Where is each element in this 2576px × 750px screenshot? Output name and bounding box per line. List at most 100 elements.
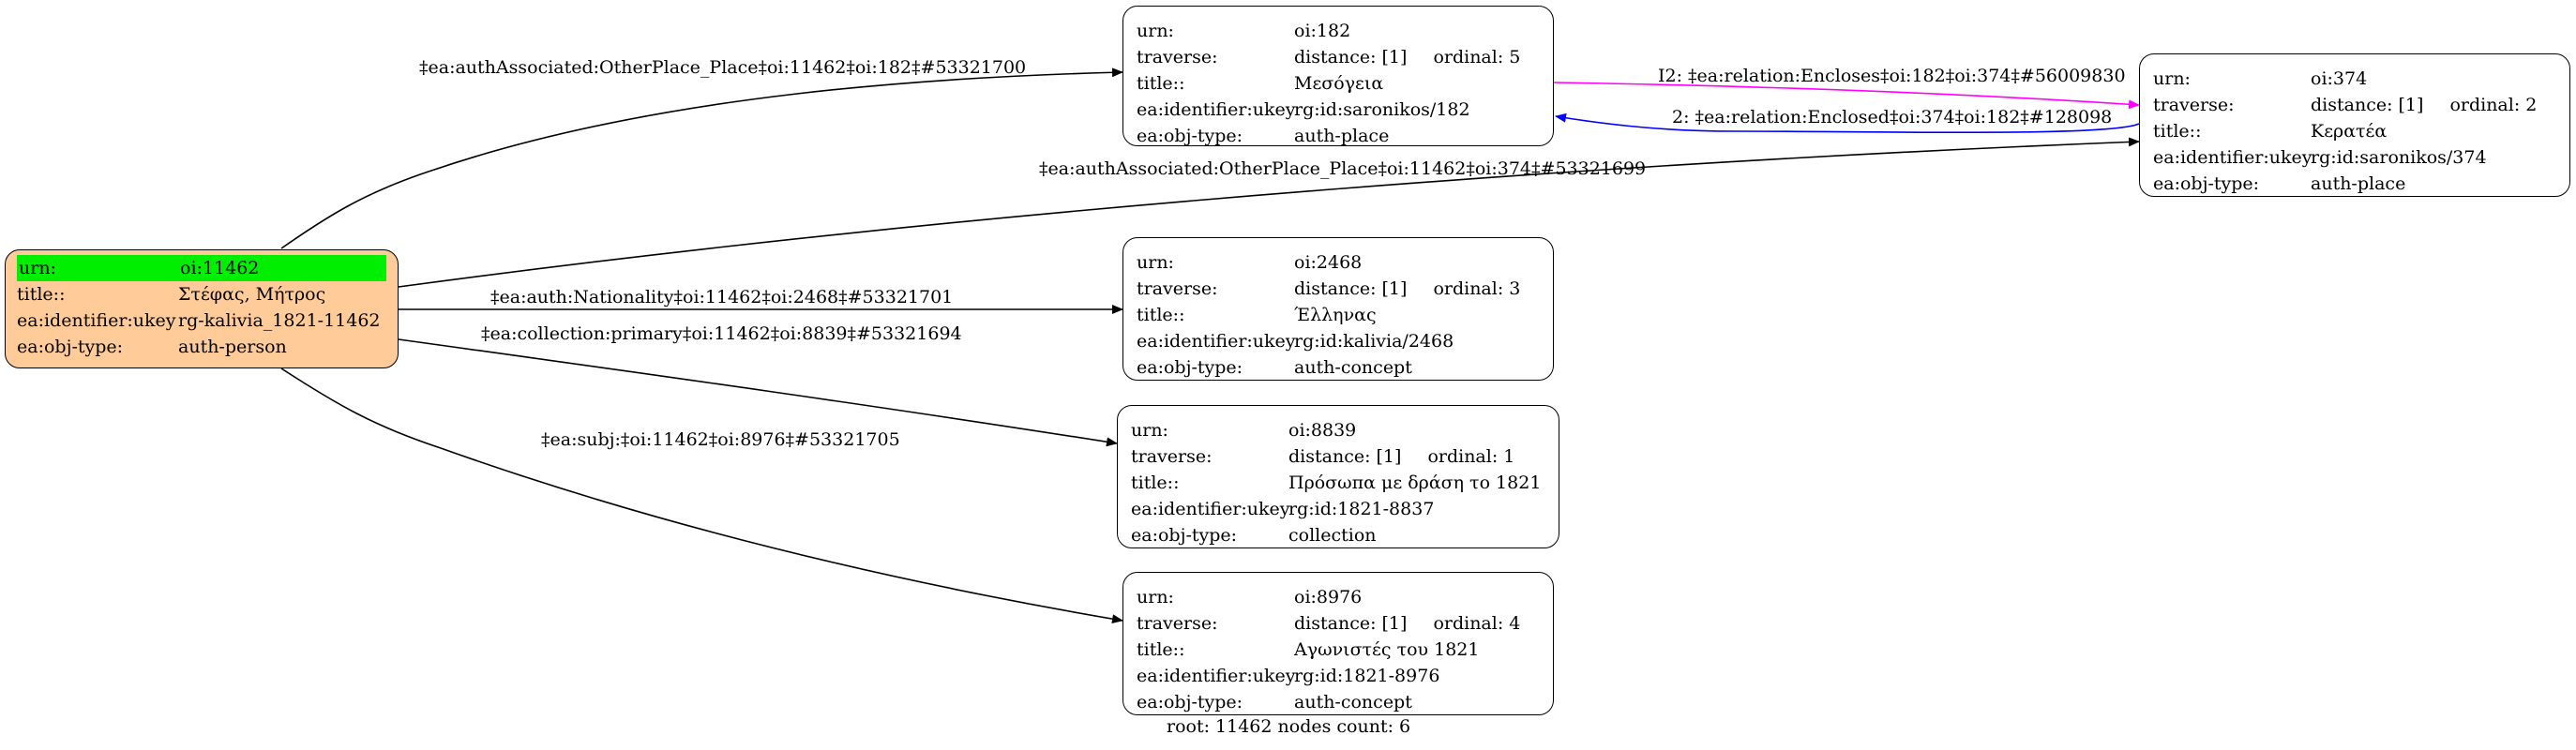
type-value: auth-person bbox=[178, 337, 287, 357]
edge-root-to-374 bbox=[398, 137, 2140, 288]
edge-enclosed bbox=[1555, 112, 2140, 134]
urn-row: urn: oi:8976 bbox=[1137, 584, 1540, 610]
ordinal-value: ordinal: 4 bbox=[1433, 613, 1521, 634]
field-label: title:: bbox=[1137, 639, 1185, 660]
traverse-row: traverse: distance: [1] ordinal: 2 bbox=[2153, 92, 2556, 118]
type-row: ea:obj-type:collection bbox=[1131, 522, 1545, 548]
edge-label-374: ‡ea:authAssociated:OtherPlace_Place‡oi:1… bbox=[1039, 158, 1647, 179]
traverse-row: traverse: distance: [1] ordinal: 1 bbox=[1131, 443, 1545, 470]
field-label: title:: bbox=[1137, 305, 1185, 325]
edge-label-2468: ‡ea:auth:Nationality‡oi:11462‡oi:2468‡#5… bbox=[490, 287, 954, 308]
field-label: ea:obj-type: bbox=[17, 337, 124, 357]
title-row: title::Αγωνιστές του 1821 bbox=[1137, 637, 1540, 663]
ukey-value: rg:id:saronikos/374 bbox=[2311, 147, 2487, 168]
field-label: ea:identifier:ukey bbox=[1131, 499, 1290, 519]
ordinal-value: ordinal: 5 bbox=[1433, 47, 1521, 68]
root-type-row: ea:obj-type: auth-person bbox=[17, 334, 386, 360]
edge-root-to-8839 bbox=[398, 338, 1118, 447]
urn-row: urn: oi:182 bbox=[1137, 18, 1540, 44]
field-label: ea:obj-type: bbox=[1137, 692, 1243, 712]
type-value: auth-place bbox=[2311, 173, 2406, 194]
field-label: title:: bbox=[1137, 73, 1185, 94]
edge-root-to-182 bbox=[280, 68, 1123, 249]
type-row: ea:obj-type: auth-place bbox=[1137, 123, 1540, 149]
urn-value: oi:182 bbox=[1294, 21, 1351, 41]
edge-label-enclosed: 2: ‡ea:relation:Enclosed‡oi:374‡oi:182‡#… bbox=[1672, 107, 2113, 128]
node-oi-182[interactable]: urn:oi:182 traverse:distance: [1]ordinal… bbox=[1122, 6, 1554, 146]
distance-value: distance: [1] bbox=[1294, 47, 1408, 68]
field-label: urn: bbox=[1137, 21, 1174, 41]
title-value: Στέφας, Μήτρος bbox=[178, 284, 326, 305]
node-oi-8839[interactable]: urn: oi:8839 traverse: distance: [1] ordina… bbox=[1117, 405, 1559, 548]
node-oi-374[interactable]: urn:oi:374 traverse: distance: [1] ordinal… bbox=[2139, 53, 2570, 197]
field-label: ea:identifier:ukey bbox=[1137, 331, 1296, 352]
ukey-value: rg:id:1821-8837 bbox=[1288, 499, 1435, 519]
type-value: auth-concept bbox=[1294, 692, 1412, 712]
field-label: title:: bbox=[17, 284, 66, 305]
traverse-row: traverse:distance: [1]ordinal: 5 bbox=[1137, 44, 1540, 70]
urn-value: oi:2468 bbox=[1294, 252, 1363, 273]
root-node[interactable]: urn: oi:11462 title:: Στέφας, Μήτρος ea:… bbox=[5, 249, 399, 368]
title-row: title::Πρόσωπα με δράση το 1821 bbox=[1131, 470, 1545, 496]
field-label: title:: bbox=[2153, 121, 2202, 142]
title-row: title::Κερατέα bbox=[2153, 118, 2556, 144]
urn-value: oi:8839 bbox=[1288, 420, 1357, 441]
field-label: ea:identifier:ukey bbox=[17, 310, 176, 331]
type-value: auth-place bbox=[1294, 126, 1390, 146]
ukey-value: rg-kalivia_1821-11462 bbox=[178, 310, 381, 331]
urn-row: urn: oi:8839 bbox=[1131, 417, 1545, 443]
field-label: urn: bbox=[1137, 587, 1174, 608]
edge-label-8839: ‡ea:collection:primary‡oi:11462‡oi:8839‡… bbox=[481, 323, 962, 344]
distance-value: distance: [1] bbox=[1288, 446, 1402, 467]
field-label: traverse: bbox=[2153, 95, 2235, 115]
field-label: traverse: bbox=[1131, 446, 1213, 467]
field-label: traverse: bbox=[1137, 278, 1218, 299]
edge-label-182: ‡ea:authAssociated:OtherPlace_Place‡oi:1… bbox=[419, 57, 1027, 78]
field-label: urn: bbox=[19, 258, 56, 278]
type-value: collection bbox=[1288, 525, 1377, 546]
node-oi-2468[interactable]: urn: oi:2468 traverse:distance: [1]ordina… bbox=[1122, 237, 1554, 381]
ordinal-value: ordinal: 1 bbox=[1427, 446, 1515, 467]
edge-label-8976: ‡ea:subj:‡oi:11462‡oi:8976‡#53321705 bbox=[541, 429, 900, 450]
title-value: Αγωνιστές του 1821 bbox=[1294, 639, 1480, 660]
edge-root-to-8976 bbox=[280, 368, 1123, 624]
field-label: ea:identifier:ukey bbox=[1137, 666, 1296, 686]
type-row: ea:obj-type: auth-place bbox=[2153, 171, 2556, 197]
root-urn-row: urn: oi:11462 bbox=[17, 255, 386, 281]
type-row: ea:obj-type:auth-concept bbox=[1137, 354, 1540, 381]
type-value: auth-concept bbox=[1294, 357, 1412, 378]
node-oi-8976[interactable]: urn: oi:8976 traverse: distance: [1] ordina… bbox=[1122, 572, 1554, 715]
field-label: urn: bbox=[1131, 420, 1168, 441]
title-value: Έλληνας bbox=[1294, 305, 1377, 325]
ukey-value: rg:id:1821-8976 bbox=[1294, 666, 1440, 686]
ordinal-value: ordinal: 3 bbox=[1433, 278, 1521, 299]
graph-caption: root: 11462 nodes count: 6 bbox=[1167, 716, 1411, 737]
urn-value: oi:8976 bbox=[1294, 587, 1363, 608]
traverse-row: traverse:distance: [1]ordinal: 3 bbox=[1137, 276, 1540, 302]
edge-encloses bbox=[1553, 82, 2140, 110]
field-label: ea:obj-type: bbox=[1137, 126, 1243, 146]
distance-value: distance: [1] bbox=[2311, 95, 2424, 115]
title-value: Κερατέα bbox=[2311, 121, 2388, 142]
urn-row: urn: oi:2468 bbox=[1137, 249, 1540, 276]
edge-label-encloses: I2: ‡ea:relation:Encloses‡oi:182‡oi:374‡… bbox=[1658, 66, 2126, 86]
title-value: Μεσόγεια bbox=[1294, 73, 1384, 94]
field-label: urn: bbox=[1137, 252, 1174, 273]
ordinal-value: ordinal: 2 bbox=[2449, 95, 2538, 115]
field-label: title:: bbox=[1131, 472, 1180, 493]
urn-value: oi:374 bbox=[2311, 68, 2368, 89]
field-label: ea:obj-type: bbox=[2153, 173, 2260, 194]
title-row: title::Έλληνας bbox=[1137, 302, 1540, 328]
type-row: ea:obj-type: auth-concept bbox=[1137, 689, 1540, 715]
urn-value: oi:11462 bbox=[180, 258, 260, 278]
root-ukey-row: ea:identifier:ukey rg-kalivia_1821-11462 bbox=[17, 308, 386, 334]
distance-value: distance: [1] bbox=[1294, 613, 1408, 634]
urn-row: urn:oi:374 bbox=[2153, 66, 2556, 92]
field-label: traverse: bbox=[1137, 613, 1218, 634]
root-title-row: title:: Στέφας, Μήτρος bbox=[17, 281, 386, 308]
